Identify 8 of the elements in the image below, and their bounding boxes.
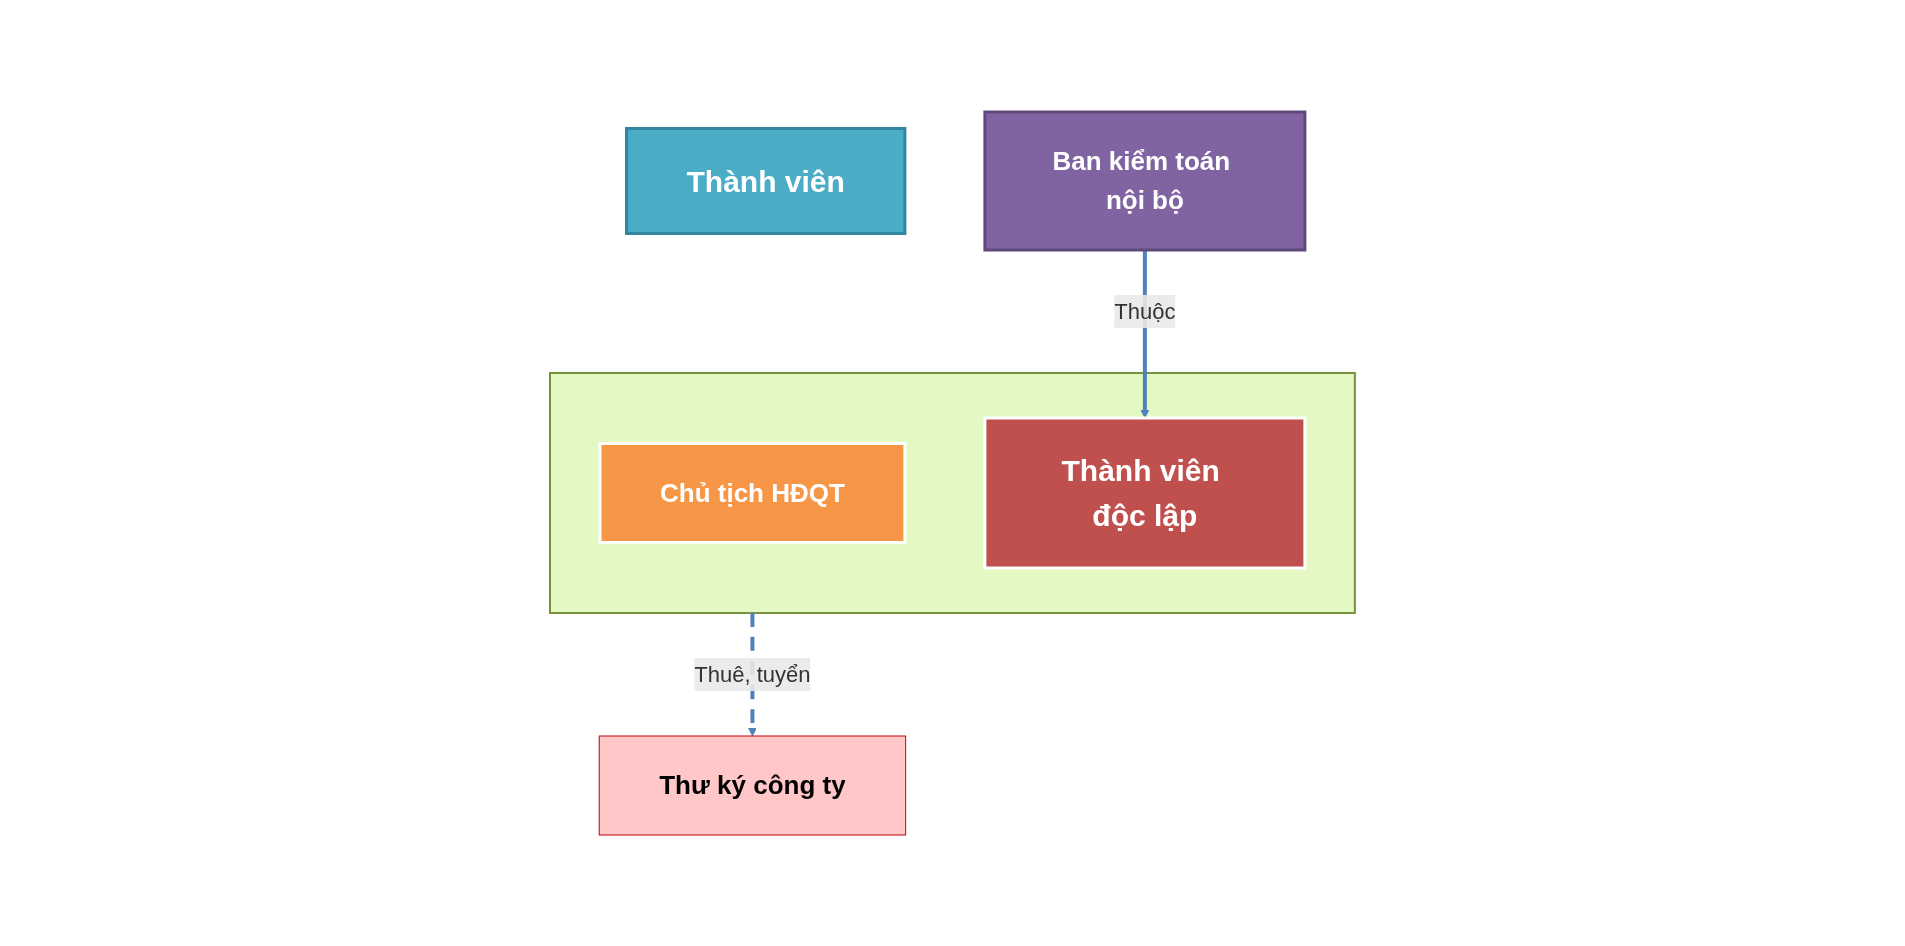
edge-label: Thuê, tuyển: [694, 661, 811, 687]
node-box: Thư ký công ty: [598, 735, 907, 835]
node-box: Ban kiểm toán nội bộ: [983, 110, 1307, 251]
cluster: [549, 371, 1356, 614]
node-box: Thành viên: [625, 126, 907, 235]
node-box: Thành viên độc lập: [983, 416, 1307, 569]
node-box: Chủ tịch HĐQT: [598, 441, 907, 544]
edge-label: Thuộc: [1114, 298, 1176, 324]
